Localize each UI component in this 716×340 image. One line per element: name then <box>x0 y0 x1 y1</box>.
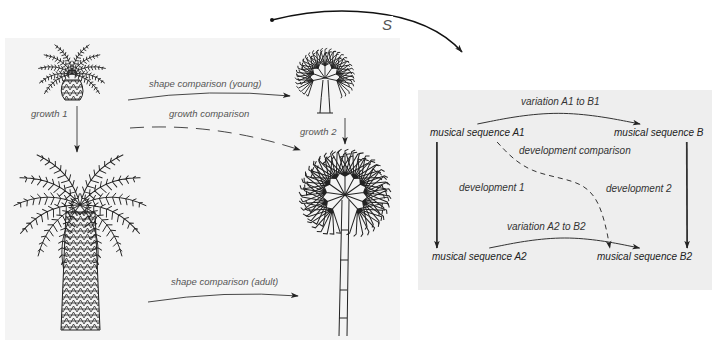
comparison-arrow <box>148 294 298 302</box>
young-fan-palm <box>292 44 358 113</box>
palm-trunk <box>339 200 349 336</box>
edge-label: variation A2 to B2 <box>506 221 587 233</box>
sequence-node: musical sequence B2 <box>595 250 694 264</box>
right-panel <box>418 90 712 290</box>
annotation-label: shape comparison (young) <box>148 78 262 89</box>
palm-frond <box>26 198 85 257</box>
connector-arrow <box>497 142 610 248</box>
fan-leaf <box>304 143 368 206</box>
fan-leaf <box>326 180 392 246</box>
palm-arrows <box>77 93 345 302</box>
sequence-text: musical sequence B2 <box>597 251 692 263</box>
fan-leaf <box>293 171 352 231</box>
fan-leaf <box>295 178 361 244</box>
palm-frond <box>48 202 87 270</box>
connector-arrow <box>686 142 688 248</box>
edge-label: development comparison <box>518 145 632 157</box>
connector-arrow <box>436 142 438 248</box>
young-date-palm <box>38 41 107 100</box>
palm-frond <box>40 70 74 95</box>
sequence-text: musical sequence A2 <box>432 251 527 263</box>
fan-leaf <box>313 45 355 87</box>
annotation-label: growth 1 <box>30 108 68 119</box>
palm-frond <box>14 189 81 212</box>
sequence-node: musical sequence A1 <box>428 126 527 140</box>
palm-frond <box>73 202 112 270</box>
palm-frond <box>75 198 134 257</box>
sequence-node: musical sequence A2 <box>430 250 529 264</box>
annotation-label: shape comparison (adult) <box>170 276 279 287</box>
palm-trunk <box>61 80 83 100</box>
fan-leaf <box>322 64 357 100</box>
palm-frond <box>72 145 124 209</box>
annotation-label: growth comparison <box>168 108 250 119</box>
annotation-label: growth 2 <box>299 126 337 137</box>
palm-frond <box>70 70 104 95</box>
edge-label: development 2 <box>605 183 673 195</box>
sequence-node: musical sequence B <box>612 126 706 140</box>
sequence-text: musical sequence A1 <box>430 127 525 139</box>
comparison-arrow <box>130 127 300 150</box>
palm-frond <box>79 189 146 212</box>
palm-trunk <box>317 80 333 113</box>
edge-label: variation A1 to B1 <box>520 96 601 108</box>
annotation-label: S <box>381 16 393 34</box>
fan-leaf <box>293 62 328 98</box>
adult-date-palm <box>14 145 147 330</box>
growth-arrow <box>77 106 78 152</box>
sequence-text: musical sequence B <box>614 127 704 139</box>
palm-frond <box>36 145 88 209</box>
adult-fan-palm <box>293 143 397 336</box>
connector-arrow <box>477 113 640 124</box>
growth-arrow <box>345 118 346 144</box>
connector-arrow <box>489 238 639 248</box>
palm-frond <box>19 163 85 211</box>
palm-frond <box>75 163 141 211</box>
palm-frond <box>38 69 73 84</box>
left-panel <box>5 38 400 340</box>
comparison-arrow <box>128 93 290 100</box>
mapping-arrow <box>272 11 462 52</box>
edge-label: development 1 <box>458 182 526 194</box>
palm-frond <box>71 69 106 84</box>
